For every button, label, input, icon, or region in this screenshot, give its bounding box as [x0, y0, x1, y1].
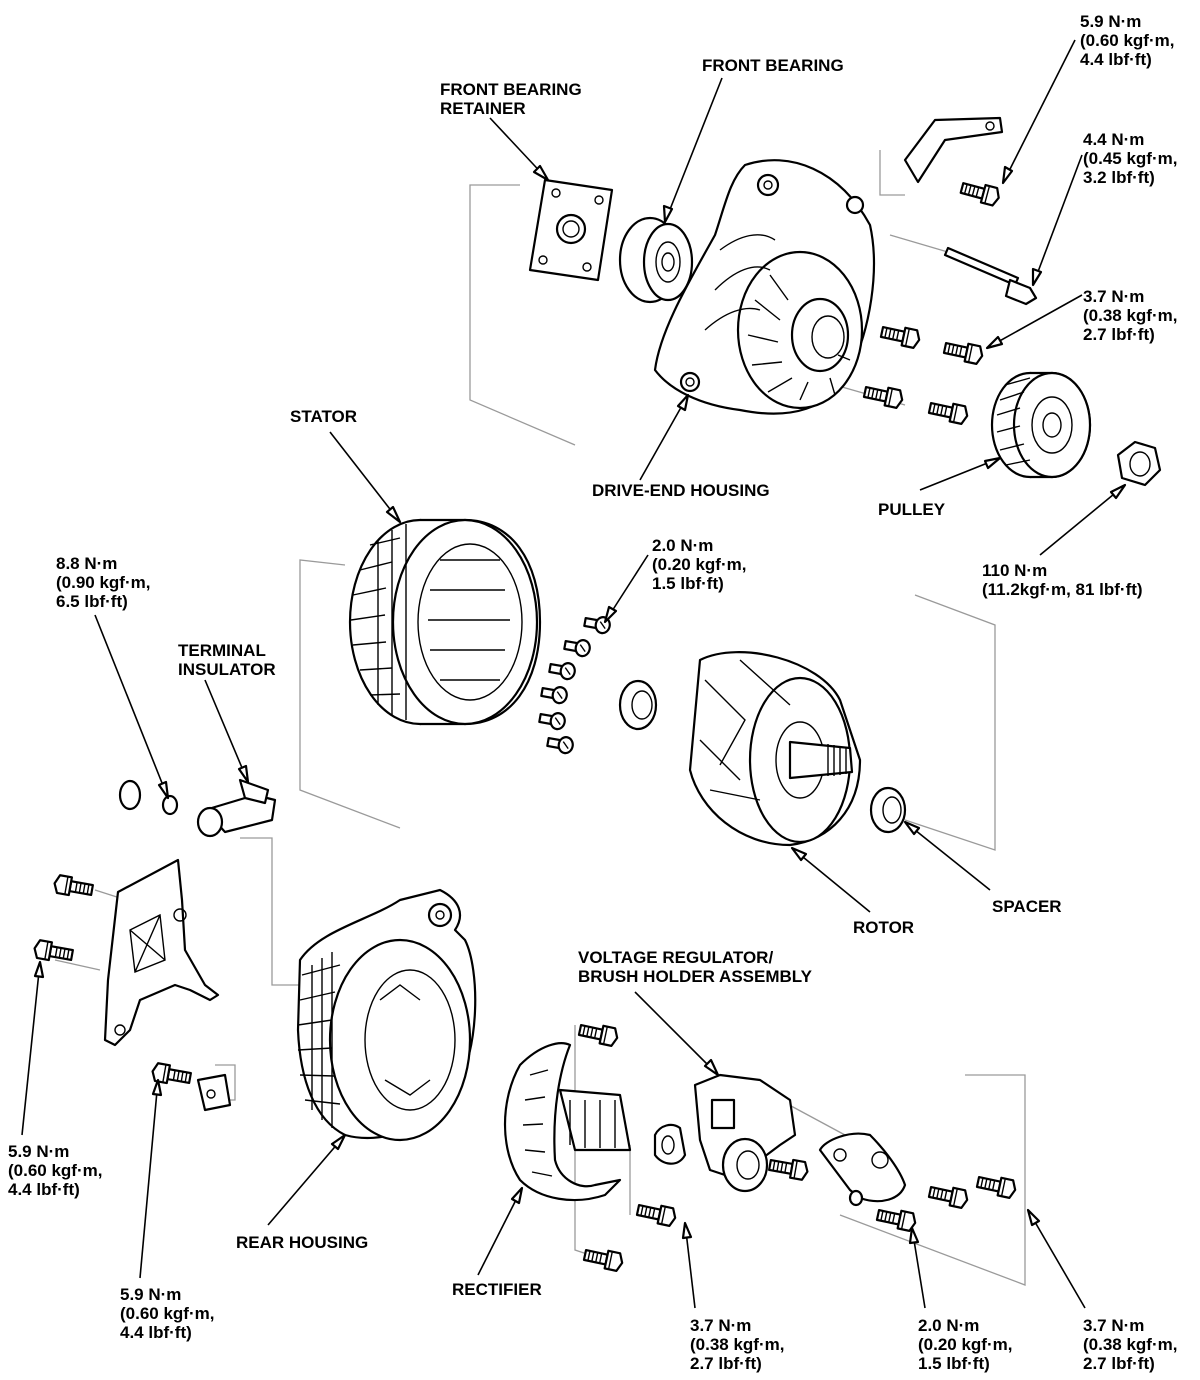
rectifier [503, 1042, 632, 1202]
label-rotor: ROTOR [853, 918, 915, 937]
label-voltage-regulator: VOLTAGE REGULATOR/BRUSH HOLDER ASSEMBLY [578, 948, 812, 986]
label-rectifier: RECTIFIER [452, 1280, 542, 1299]
drive-end-housing [653, 159, 875, 415]
torque-through-bolt: 4.4 N·m(0.45 kgf·m,3.2 lbf·ft) [1083, 130, 1178, 187]
end-cover-plate [818, 1132, 907, 1207]
torque-rear-housing-bolt: 5.9 N·m(0.60 kgf·m,4.4 lbf·ft) [120, 1285, 215, 1342]
torque-terminal-nut: 8.8 N·m(0.90 kgf·m,6.5 lbf·ft) [56, 554, 151, 611]
rear-housing [296, 888, 477, 1142]
torque-rear-cover-bolt: 5.9 N·m(0.60 kgf·m,4.4 lbf·ft) [8, 1142, 103, 1199]
torque-stator-screws: 2.0 N·m(0.20 kgf·m,1.5 lbf·ft) [652, 536, 747, 593]
stator-screws [537, 613, 613, 756]
label-stator: STATOR [290, 407, 358, 426]
label-pulley: PULLEY [878, 500, 946, 519]
terminal-insulator [118, 778, 277, 838]
rear-bracket-bolts [31, 873, 232, 1112]
rear-bracket [103, 858, 220, 1047]
pulley-nut [1116, 440, 1162, 487]
front-bearing [618, 216, 694, 304]
label-front-bearing: FRONT BEARING [702, 56, 844, 75]
pulley [990, 371, 1092, 479]
spacer [869, 786, 907, 834]
voltage-regulator [653, 1073, 811, 1193]
torque-bracket-bolt: 5.9 N·m(0.60 kgf·m,4.4 lbf·ft) [1080, 12, 1175, 69]
torque-pulley-nut: 110 N·m(11.2kgf·m, 81 lbf·ft) [982, 561, 1143, 599]
torque-end-cover-bolt: 3.7 N·m(0.38 kgf·m,2.7 lbf·ft) [1083, 1316, 1178, 1373]
stator [348, 518, 542, 726]
torque-drive-end-bolt: 3.7 N·m(0.38 kgf·m,2.7 lbf·ft) [1083, 287, 1178, 344]
torque-regulator-screw: 2.0 N·m(0.20 kgf·m,1.5 lbf·ft) [918, 1316, 1013, 1373]
front-bearing-retainer [528, 178, 614, 282]
rotor [618, 651, 862, 847]
label-spacer: SPACER [992, 897, 1062, 916]
mounting-bracket [903, 116, 1004, 184]
label-drive-end-housing: DRIVE-END HOUSING [592, 481, 770, 500]
torque-rectifier-bolt: 3.7 N·m(0.38 kgf·m,2.7 lbf·ft) [690, 1316, 785, 1373]
label-rear-housing: REAR HOUSING [236, 1233, 369, 1252]
drive-end-bolts [862, 178, 1038, 426]
leader-lines [21, 39, 1127, 1309]
